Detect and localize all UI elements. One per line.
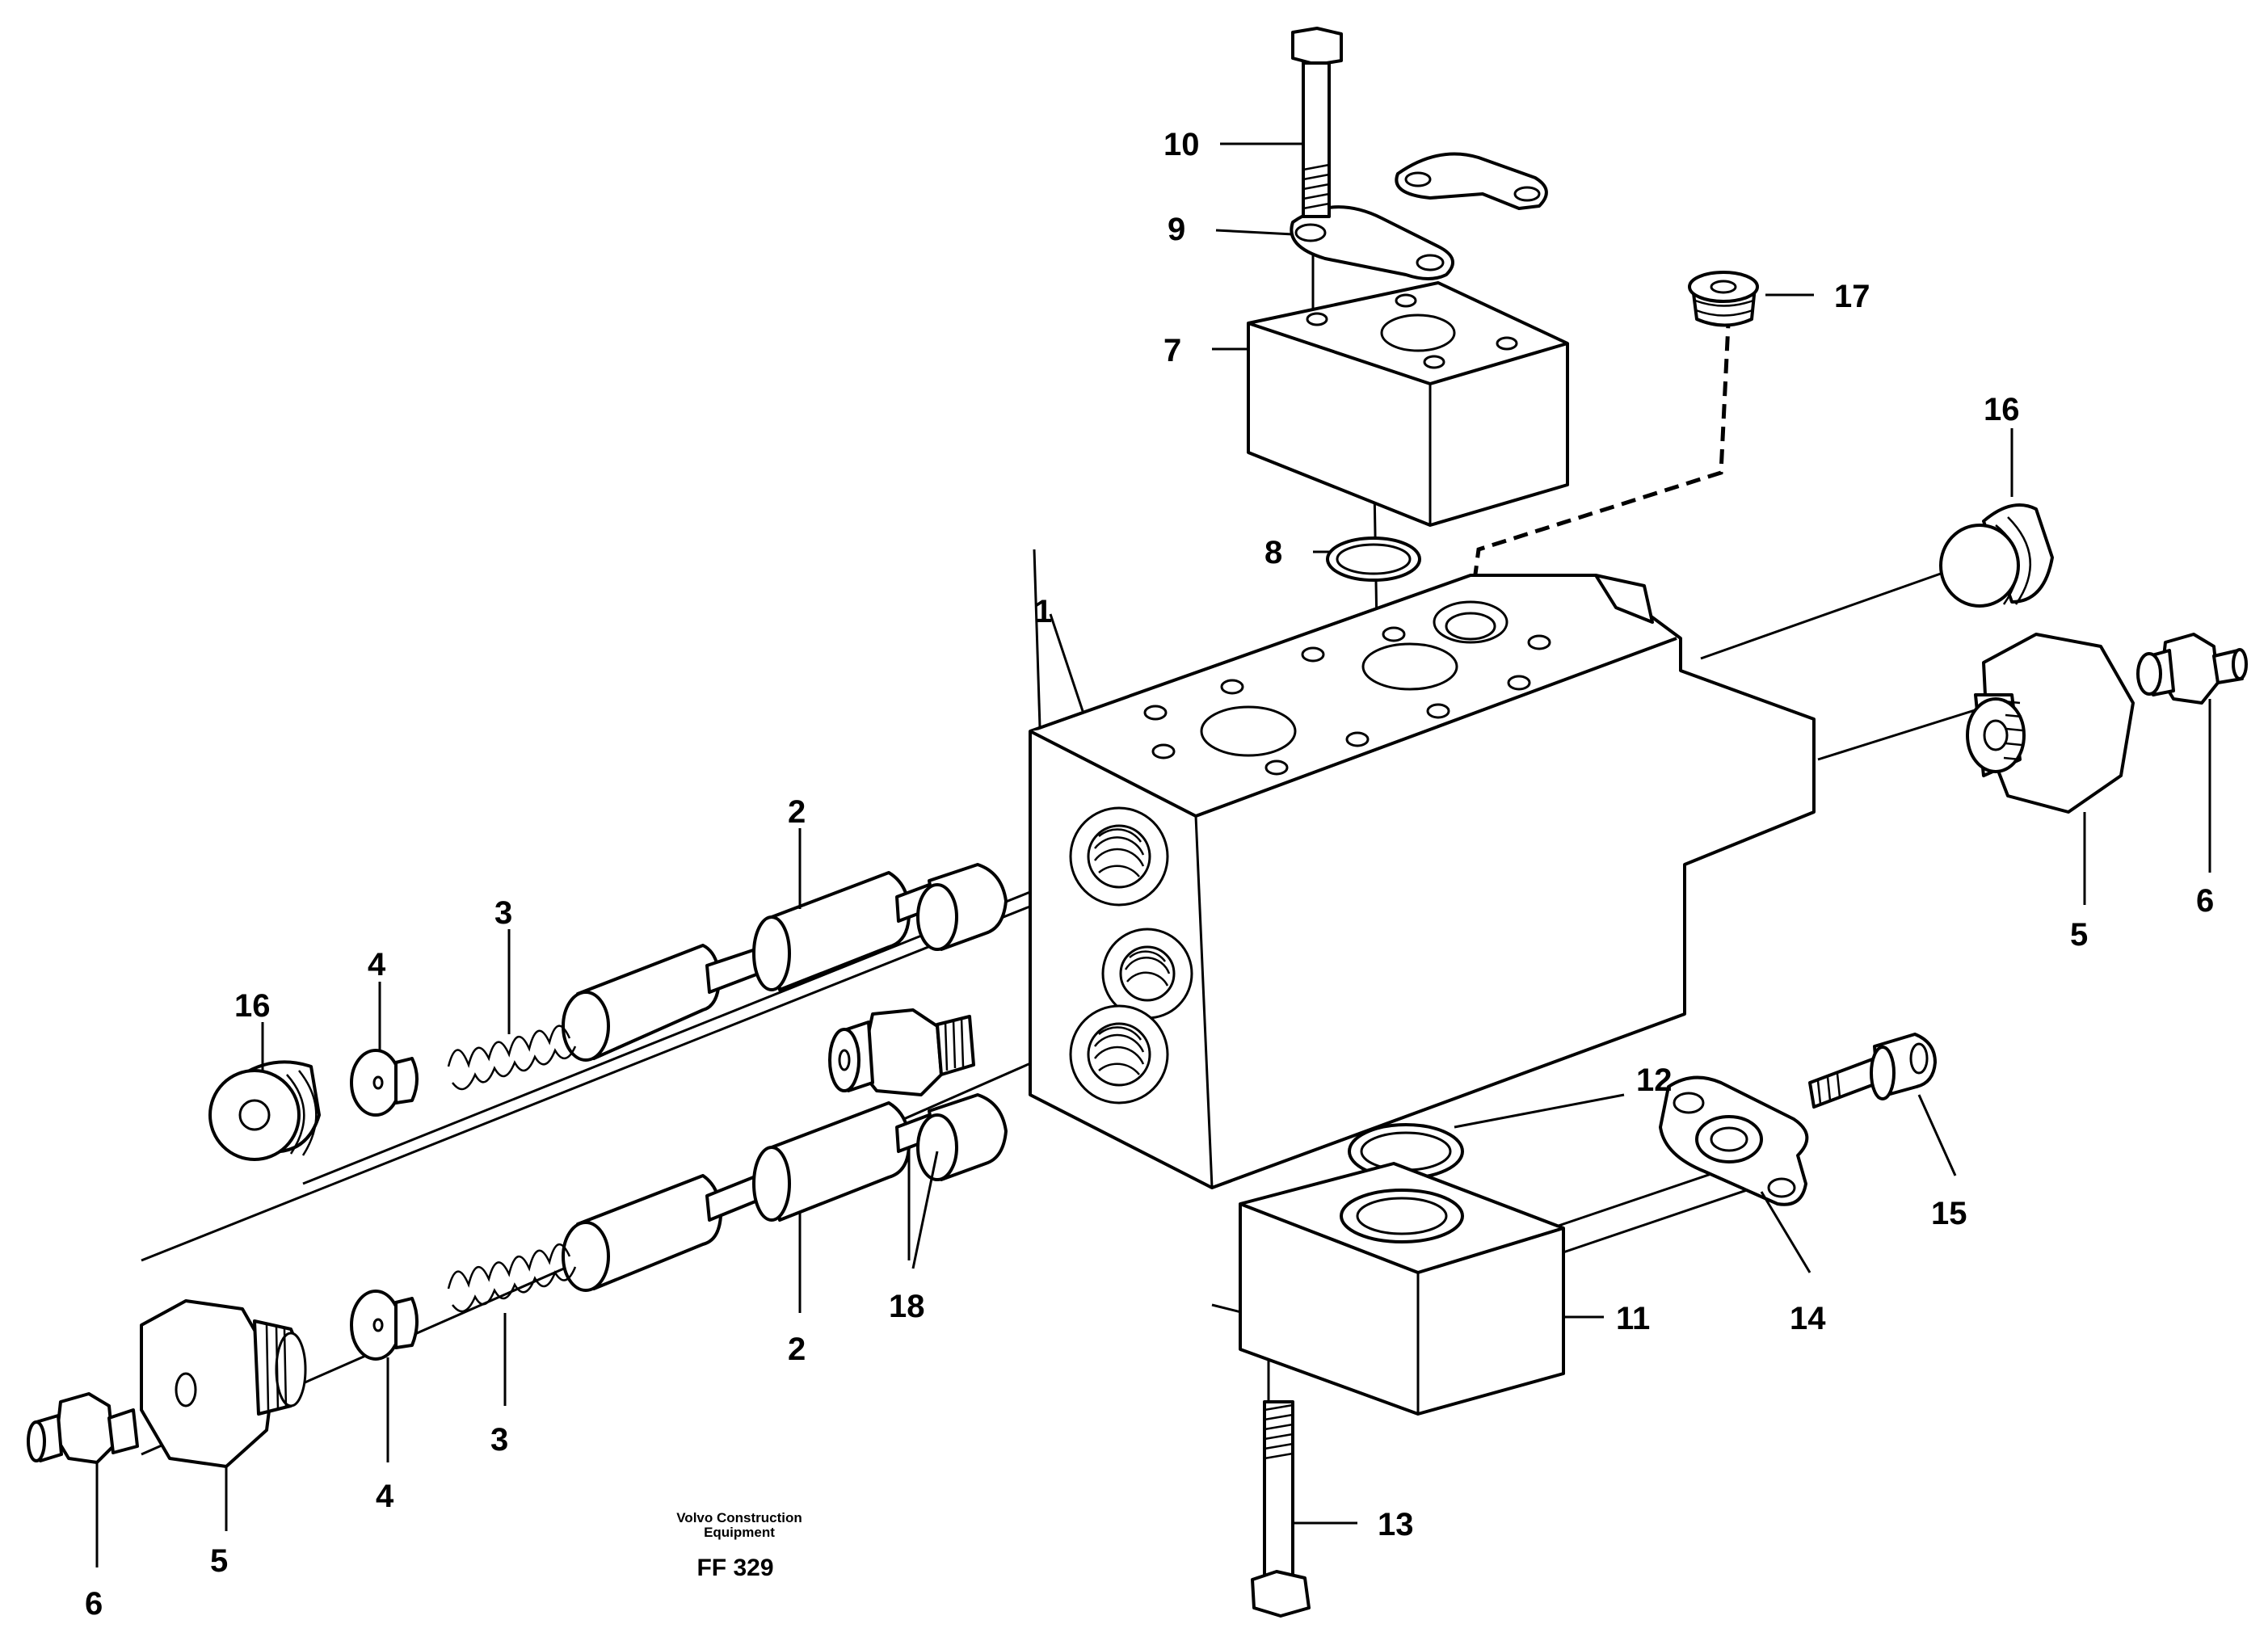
callout-labels: 10 9 7 8 17 16 1 2 3 4 16 5 6 12 15 18 1… (85, 127, 2214, 1622)
callout-10: 10 (1163, 127, 1200, 162)
brand-line-1: Volvo Construction (676, 1510, 802, 1525)
callout-7: 7 (1163, 333, 1181, 368)
washer-lower (350, 1290, 419, 1361)
callout-1: 1 (1034, 594, 1052, 629)
bottom-flange (1659, 1075, 1809, 1206)
callout-4-lower: 4 (376, 1479, 394, 1514)
small-plug-top (1688, 271, 1759, 327)
callout-11: 11 (1616, 1301, 1650, 1336)
callout-2-lower: 2 (788, 1332, 806, 1367)
fitting-middle (828, 1008, 975, 1096)
callout-3-upper: 3 (494, 895, 512, 931)
washer-upper (350, 1049, 419, 1117)
cap-nut-left (140, 1299, 307, 1468)
spring-upper (447, 1025, 577, 1091)
callout-15: 15 (1931, 1196, 1967, 1231)
callout-16-right: 16 (1984, 392, 2020, 427)
callout-2-upper: 2 (788, 794, 806, 830)
callout-18: 18 (889, 1289, 925, 1324)
spring-lower (447, 1243, 577, 1313)
callout-17: 17 (1834, 279, 1870, 314)
callout-5-left: 5 (210, 1543, 228, 1579)
spool-upper (562, 863, 1008, 1062)
cap-nut-right (1966, 633, 2135, 814)
brand-line-2: Equipment (704, 1525, 775, 1540)
o-ring-top (1326, 536, 1421, 582)
callout-6-right: 6 (2196, 883, 2214, 919)
figure-code: FF 329 (696, 1555, 773, 1581)
valve-body (1029, 574, 1816, 1189)
top-flange-block (1247, 281, 1569, 527)
callout-14: 14 (1790, 1301, 1826, 1336)
split-flange-halves (1290, 152, 1548, 280)
spool-lower (562, 1093, 1008, 1292)
flange-bolt (1808, 1033, 1937, 1109)
callout-16-left: 16 (234, 988, 271, 1024)
top-bolt (1291, 27, 1343, 218)
callout-4-upper: 4 (368, 947, 386, 982)
callout-leaders (95, 142, 2211, 1567)
callout-13: 13 (1378, 1507, 1414, 1542)
callout-9: 9 (1168, 212, 1185, 247)
callout-3-lower: 3 (490, 1422, 508, 1458)
plug-left (208, 1060, 321, 1161)
fitting-left (27, 1392, 139, 1464)
plug-right (1939, 503, 2054, 608)
fitting-right (2136, 633, 2248, 705)
bottom-flange-block (1239, 1162, 1565, 1416)
callout-12: 12 (1636, 1062, 1673, 1098)
callout-5-right: 5 (2070, 917, 2088, 953)
bottom-bolt (1251, 1400, 1311, 1618)
callout-8: 8 (1264, 535, 1282, 570)
callout-6-left: 6 (85, 1586, 103, 1622)
diagram-footer: Volvo Construction Equipment FF 329 (676, 1510, 802, 1581)
